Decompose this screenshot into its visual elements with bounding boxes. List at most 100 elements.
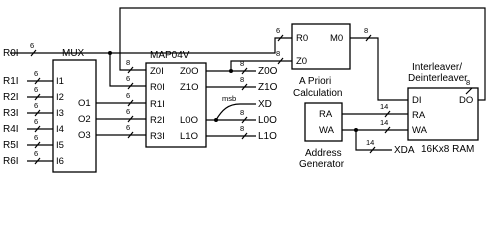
z0o-label: Z0O [258,66,278,77]
apriori-z0-bus-slash [277,57,284,65]
r0i-bus-slash [30,49,37,57]
msb-label: msb [222,94,236,103]
apriori-r0-bus-width: 6 [276,26,280,35]
mux-input-r5i: R5I 6 [3,133,53,151]
r2i-map-bus-width: 6 [126,107,130,116]
apriori-in-z0: Z0 [296,56,307,67]
r1i-map-bus-width: 6 [126,91,130,100]
interleaver-in-ra: RA [412,110,426,121]
mux-input-r2i: R2I 6 [3,85,53,103]
do-bus-width: 8 [466,78,470,87]
r1i-bus-width: 6 [34,69,38,78]
map04v-in-r2i: R2I [150,115,165,126]
xda-bus-width: 14 [366,138,374,147]
r3i-map-bus-width: 6 [126,123,130,132]
r6i-bus-width: 6 [34,149,38,158]
ra-bus-width: 14 [380,102,388,111]
map04v-out-l1o: L1O [180,131,198,142]
xda-wire [355,130,392,151]
m0-bus-width: 8 [364,26,368,35]
map04v-in-r1i: R1I [150,99,165,110]
apriori-title-2: Calculation [293,88,342,99]
ram-label: 16Kx8 RAM [421,144,474,155]
wa-bus-width: 14 [380,118,388,127]
wa-bus: 14 [342,118,408,134]
z0o-bus-width: 8 [240,59,244,68]
mux-out-o1: O1 [78,98,91,109]
m0-to-di-wire [350,37,408,101]
r4i-bus-width: 6 [34,117,38,126]
xda-label: XDA [394,145,415,156]
interleaver-title-2: Deinterleaver [408,73,468,84]
z1o-bus-width: 8 [240,75,244,84]
mux-in-i1: I1 [56,76,64,87]
mux-input-r4i: R4I 6 [3,117,53,135]
addrgen-title-1: Address [305,148,342,159]
xd-output: msb XD [215,94,272,121]
interleaver-block [407,87,479,141]
block-diagram: R0I 6 MUX I1 I2 I3 I4 I5 I6 O1 O2 O3 R1I… [3,7,486,173]
r0i-label: R0I [3,48,19,59]
mux-in-i5: I5 [56,140,64,151]
map04v-title: MAP04V [150,50,190,61]
interleaver-in-di: DI [412,95,422,106]
r0i-map-bus-width: 6 [126,74,130,83]
z1o-label: Z1O [258,82,278,93]
mux-block [52,59,97,173]
do-bus-slash [465,87,473,95]
mux-o1-to-r1i: 6 [96,91,146,107]
r4i-label: R4I [3,124,19,135]
m0-bus-slash [365,34,372,42]
r2i-bus-width: 6 [34,85,38,94]
r0i-to-map-wire [109,53,146,87]
l1o-bus-width: 8 [240,124,244,133]
xda-bus-slash [369,146,376,154]
z1o-output: 8 Z1O [206,75,278,93]
mux-o2-to-r2i: 6 [96,107,146,123]
map04v-out-l0o: L0O [180,115,198,126]
mux-o3-to-r3i: 6 [96,123,146,139]
mux-out-o3: O3 [78,130,91,141]
addrgen-title-2: Generator [299,159,345,170]
r3i-label: R3I [3,108,19,119]
interleaver-title-1: Interleaver/ [412,62,462,73]
map04v-in-r3i: R3I [150,131,165,142]
mux-input-r6i: R6I 6 [3,149,53,167]
map04v-out-z0o: Z0O [180,66,198,77]
z0o-to-apriori-wire [230,60,292,71]
interleaver-out-do: DO [459,95,473,106]
map04v-out-z1o: Z1O [180,82,198,93]
mux-input-r3i: R3I 6 [3,101,53,119]
z0i-bus-width: 8 [126,58,130,67]
r0i-to-apriori-wire [110,37,292,54]
r3i-bus-width: 6 [34,101,38,110]
addrgen-out-wa: WA [319,125,335,136]
address-generator-block [304,102,343,142]
apriori-title-1: A Priori [299,76,331,87]
addrgen-out-ra: RA [319,109,333,120]
z0i-bus-slash [127,66,134,74]
apriori-r0-bus-slash [277,34,284,42]
r0i-bus-width: 6 [30,41,34,50]
r2i-label: R2I [3,92,19,103]
apriori-in-r0: R0 [296,33,308,44]
map04v-in-z0i: Z0I [150,66,164,77]
map04v-in-r0i: R0I [150,82,165,93]
l0o-label: L0O [258,115,277,126]
r1i-label: R1I [3,76,19,87]
mux-in-i3: I3 [56,108,64,119]
r6i-label: R6I [3,156,19,167]
mux-in-i4: I4 [56,124,64,135]
mux-in-i6: I6 [56,156,64,167]
apriori-out-m0: M0 [330,33,343,44]
r0i-map-bus-slash [127,82,134,90]
apriori-block [291,23,351,70]
mux-input-r1i: R1I 6 [3,69,53,87]
apriori-z0-bus-width: 8 [276,49,280,58]
do-feedback-wire [119,7,486,101]
mux-out-o2: O2 [78,114,91,125]
map04v-block [145,62,207,148]
xd-label: XD [258,99,272,110]
l1o-label: L1O [258,131,277,142]
mux-in-i2: I2 [56,92,64,103]
